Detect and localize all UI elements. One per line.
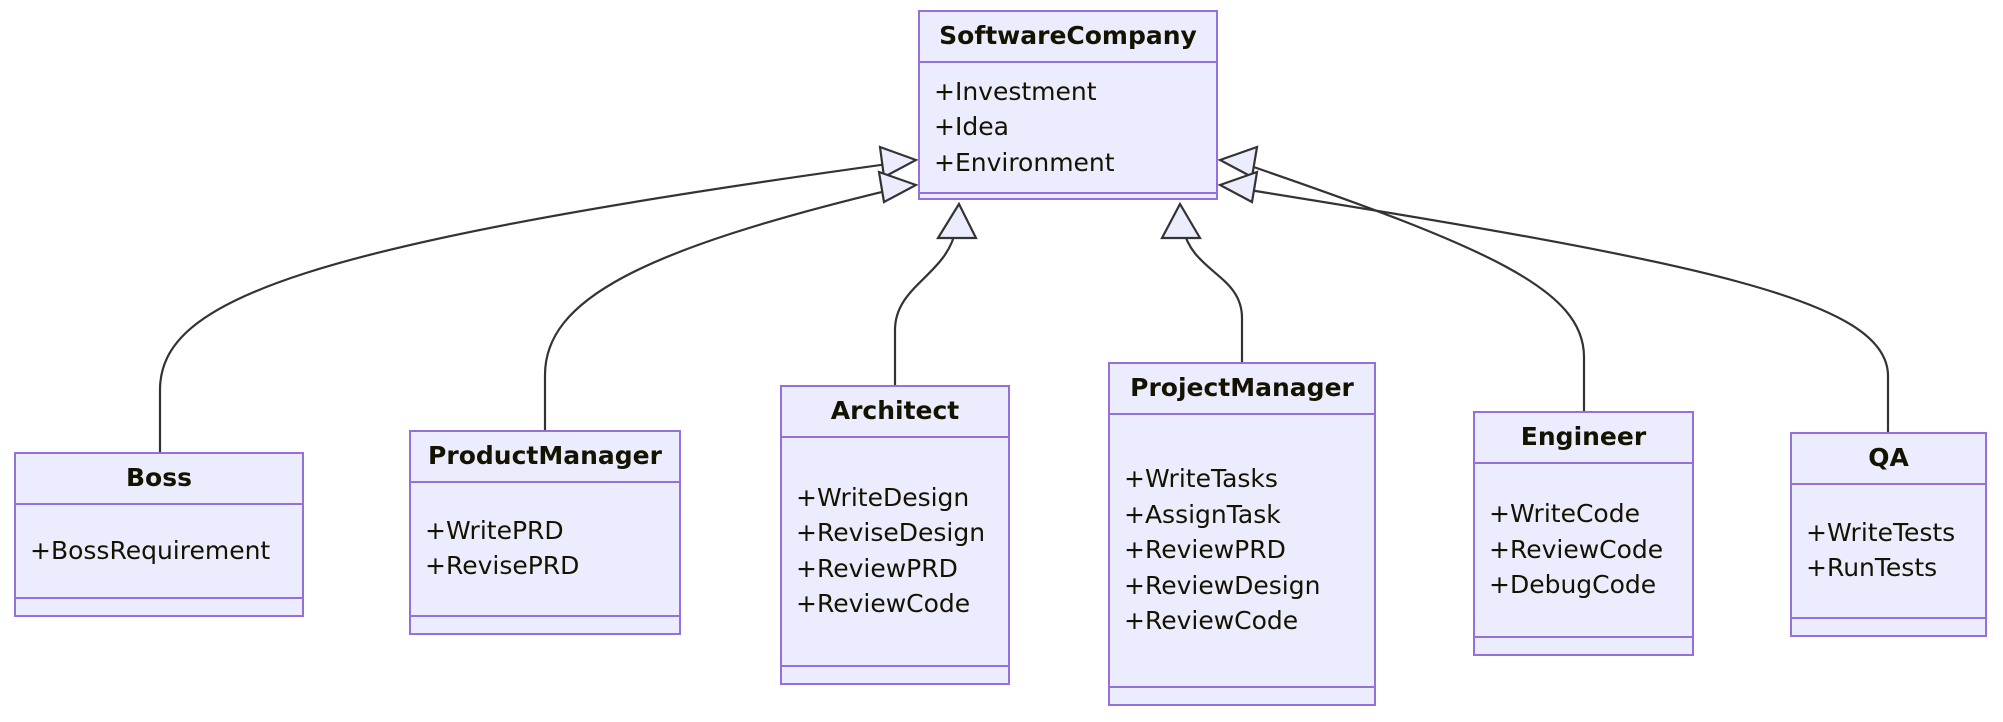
class-node-qa[interactable]: QA +WriteTests +RunTests bbox=[1790, 432, 1987, 637]
class-methods-architect bbox=[782, 667, 1008, 683]
class-member: +WriteCode bbox=[1489, 499, 1640, 528]
class-member: +ReviewCode bbox=[796, 589, 971, 619]
class-node-engineer[interactable]: Engineer +WriteCode +ReviewCode +DebugCo… bbox=[1473, 411, 1694, 656]
class-members-boss: +BossRequirement bbox=[16, 505, 302, 599]
arrowhead-boss-inheritance bbox=[878, 145, 919, 179]
class-member: +AssignTask bbox=[1124, 499, 1281, 529]
edge-projectmanager-to-softwarecompany bbox=[1181, 227, 1244, 362]
class-methods-boss bbox=[16, 599, 302, 615]
class-member: +Investment bbox=[934, 76, 1097, 106]
class-members-engineer: +WriteCode +ReviewCode +DebugCode bbox=[1475, 464, 1692, 638]
class-member: +ReviewCode bbox=[1489, 534, 1664, 564]
class-title-engineer: Engineer bbox=[1475, 413, 1692, 464]
class-methods-projectmanager bbox=[1110, 688, 1374, 704]
class-member: +Idea bbox=[934, 112, 1009, 141]
class-member: +ReviewPRD bbox=[796, 553, 958, 583]
class-members-architect: +WriteDesign +ReviseDesign +ReviewPRD +R… bbox=[782, 438, 1008, 667]
class-member: +DebugCode bbox=[1489, 570, 1657, 599]
class-title-productmanager: ProductManager bbox=[411, 432, 679, 483]
class-member: +WriteDesign bbox=[796, 482, 970, 512]
class-title-projectmanager: ProjectManager bbox=[1110, 364, 1374, 415]
class-members-projectmanager: +WriteTasks +AssignTask +ReviewPRD +Revi… bbox=[1110, 415, 1374, 688]
class-title-qa: QA bbox=[1792, 434, 1985, 485]
arrowhead-engineer-inheritance bbox=[1217, 145, 1259, 179]
class-member: +BossRequirement bbox=[30, 535, 271, 565]
class-member: +RevisePRD bbox=[425, 551, 580, 581]
class-member: +ReviewDesign bbox=[1124, 570, 1321, 600]
class-member: +ReviewPRD bbox=[1124, 535, 1286, 564]
edge-architect-to-softwarecompany bbox=[893, 227, 958, 385]
class-title-architect: Architect bbox=[782, 387, 1008, 438]
class-members-productmanager: +WritePRD +RevisePRD bbox=[411, 483, 679, 617]
class-methods-productmanager bbox=[411, 617, 679, 633]
class-methods-softwarecompany bbox=[920, 194, 1216, 210]
arrowhead-qa-inheritance bbox=[1217, 170, 1259, 204]
class-methods-engineer bbox=[1475, 638, 1692, 654]
class-title-softwarecompany: SoftwareCompany bbox=[920, 12, 1216, 63]
class-node-architect[interactable]: Architect +WriteDesign +ReviseDesign +Re… bbox=[780, 385, 1010, 685]
class-node-softwarecompany[interactable]: SoftwareCompany +Investment +Idea +Envir… bbox=[918, 10, 1218, 200]
class-member: +ReviewCode bbox=[1124, 606, 1299, 635]
class-title-boss: Boss bbox=[16, 454, 302, 505]
arrowhead-productmanager-inheritance bbox=[877, 170, 919, 204]
class-member: +WriteTests bbox=[1806, 517, 1956, 547]
class-node-productmanager[interactable]: ProductManager +WritePRD +RevisePRD bbox=[409, 430, 681, 635]
class-member: +WritePRD bbox=[425, 515, 564, 545]
class-member: +WriteTasks bbox=[1124, 464, 1278, 493]
class-member: +Environment bbox=[934, 147, 1115, 177]
class-node-projectmanager[interactable]: ProjectManager +WriteTasks +AssignTask +… bbox=[1108, 362, 1376, 706]
class-members-qa: +WriteTests +RunTests bbox=[1792, 485, 1985, 619]
class-member: +ReviseDesign bbox=[796, 518, 986, 548]
class-member: +RunTests bbox=[1806, 553, 1938, 583]
class-members-softwarecompany: +Investment +Idea +Environment bbox=[920, 63, 1216, 194]
class-methods-qa bbox=[1792, 619, 1985, 635]
class-node-boss[interactable]: Boss +BossRequirement bbox=[14, 452, 304, 617]
